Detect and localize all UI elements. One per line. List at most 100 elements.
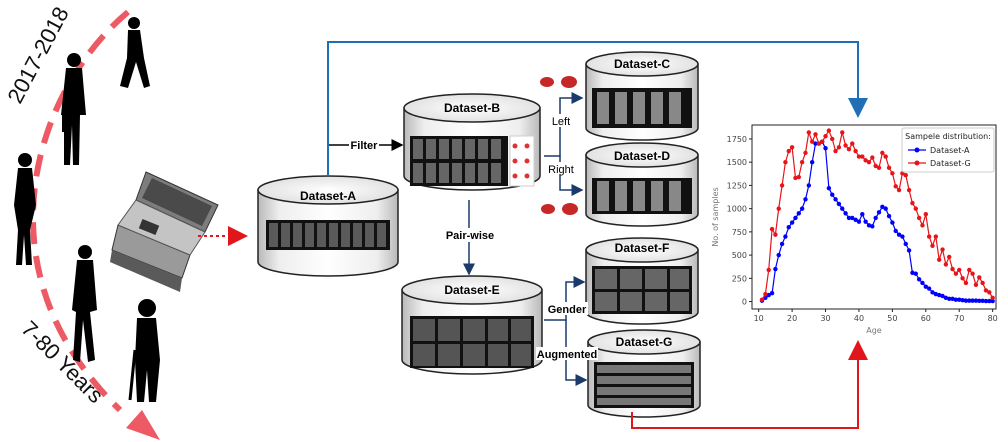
data-point: [836, 145, 842, 150]
data-point: [916, 277, 922, 282]
data-point: [940, 293, 945, 299]
data-point: [846, 215, 852, 221]
data-point: [876, 210, 882, 215]
data-point: [759, 297, 765, 302]
dataset-a-label: Dataset-A: [300, 189, 356, 203]
data-point: [803, 197, 808, 202]
data-point: [806, 130, 812, 135]
data-point: [990, 295, 995, 301]
data-point: [876, 165, 882, 170]
data-point: [967, 298, 972, 303]
x-tick-label: 80: [988, 314, 998, 323]
data-point: [803, 150, 808, 156]
x-tick-label: 40: [854, 314, 864, 323]
data-point: [883, 154, 888, 159]
data-point: [963, 298, 969, 303]
data-point: [793, 215, 798, 221]
data-point: [840, 130, 845, 135]
data-point: [950, 296, 955, 301]
data-point: [987, 290, 992, 295]
data-point: [766, 267, 771, 273]
data-point: [947, 254, 952, 260]
data-point: [923, 212, 929, 217]
footprint-scanner-device: [110, 171, 219, 292]
person-silhouette-walking-man: [72, 245, 97, 362]
data-point: [990, 298, 995, 304]
data-point: [786, 225, 791, 230]
dataset-e-label: Dataset-E: [444, 283, 499, 297]
dataset-c-cylinder: Dataset-C: [585, 51, 699, 141]
x-tick-label: 60: [921, 314, 931, 323]
data-point: [970, 271, 975, 276]
data-point: [930, 290, 935, 295]
data-point: [816, 141, 822, 146]
data-point: [960, 276, 965, 281]
person-silhouette-woman: [14, 153, 36, 265]
data-point: [773, 266, 778, 272]
data-point: [910, 270, 915, 275]
data-point: [980, 298, 985, 304]
data-point: [870, 224, 875, 229]
data-point: [833, 197, 838, 202]
data-point: [866, 223, 872, 228]
data-point: [923, 284, 929, 289]
data-point: [856, 219, 862, 224]
data-point: [860, 154, 865, 159]
data-point: [763, 291, 768, 297]
data-point: [906, 248, 912, 253]
data-point: [893, 228, 898, 234]
y-tick-label: 250: [732, 274, 747, 283]
dataset-b-cylinder: Dataset-B: [403, 93, 541, 191]
data-point: [826, 185, 832, 191]
data-point: [987, 298, 992, 304]
data-point: [933, 291, 939, 297]
data-point: [940, 247, 945, 252]
person-silhouette-man-bag: [61, 53, 86, 165]
data-point: [809, 159, 815, 165]
data-point: [930, 243, 935, 249]
data-point: [776, 206, 781, 211]
data-point: [967, 267, 972, 273]
person-silhouette-elder-cane: [128, 299, 160, 402]
dataset-a-cylinder: Dataset-A: [257, 175, 399, 277]
data-point: [773, 232, 778, 237]
data-point: [776, 252, 781, 258]
data-point: [860, 212, 865, 217]
left-label: Left: [552, 116, 570, 128]
data-point: [973, 282, 979, 288]
data-point: [873, 215, 878, 221]
data-point: [823, 146, 828, 151]
dataset-d-cylinder: Dataset-D: [585, 142, 699, 227]
legend-series-g: Dataset-G: [930, 159, 971, 168]
data-point: [769, 226, 775, 232]
data-point: [980, 280, 985, 286]
legend-title: Sampele distribution:: [905, 132, 991, 141]
data-point: [906, 187, 912, 193]
dataset-g-to-chart-arrow: [631, 340, 868, 429]
data-point: [963, 280, 969, 286]
filter-label: Filter: [351, 140, 379, 152]
data-point: [883, 206, 888, 211]
data-point: [766, 292, 771, 298]
y-tick-label: 0: [742, 298, 747, 307]
legend-series-a: Dataset-A: [930, 146, 970, 155]
data-point: [830, 136, 835, 142]
y-tick-label: 1500: [727, 158, 747, 167]
right-label: Right: [548, 164, 574, 176]
data-point: [863, 219, 868, 224]
data-point: [853, 217, 858, 222]
chart-ylabel: No. of samples: [711, 187, 720, 246]
y-tick-label: 750: [732, 228, 747, 237]
data-point: [880, 204, 885, 209]
data-point: [853, 148, 858, 154]
data-point: [900, 234, 905, 239]
data-point: [796, 174, 801, 180]
data-point: [933, 234, 939, 239]
chart-series: [759, 128, 995, 304]
data-point: [983, 288, 989, 293]
data-point: [957, 267, 962, 273]
data-point: [819, 139, 825, 144]
data-point: [953, 297, 959, 302]
